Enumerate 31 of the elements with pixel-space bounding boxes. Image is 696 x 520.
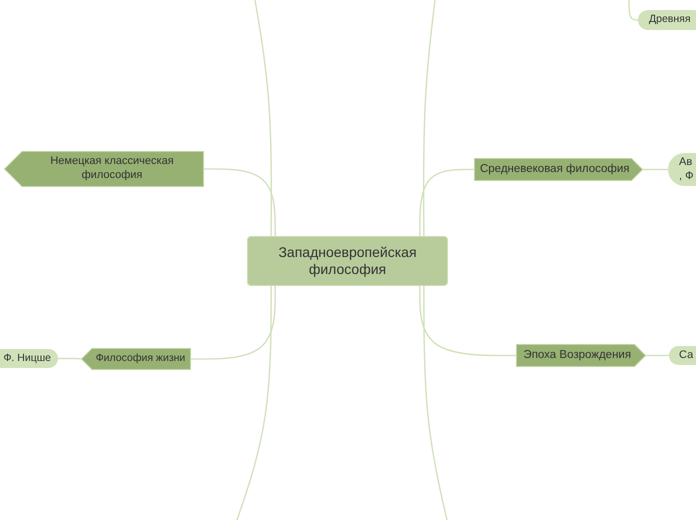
subtopic-pill bbox=[0, 349, 58, 368]
topic-label: Западноевропейская философия bbox=[277, 244, 418, 278]
connector-line bbox=[422, 0, 436, 236]
connector-line bbox=[628, 0, 638, 21]
connector-line bbox=[58, 358, 82, 360]
topic-label: Са bbox=[679, 348, 694, 362]
connector-line bbox=[419, 286, 516, 356]
topic-label: Ф. Ницше bbox=[3, 352, 51, 366]
topic-label: Немецкая классическая философия bbox=[49, 155, 175, 183]
connector-line bbox=[254, 0, 272, 236]
subtopic-pill bbox=[638, 10, 696, 30]
subtopic-pill bbox=[668, 153, 696, 186]
topic-label: Древняя bbox=[649, 13, 691, 27]
connector-line bbox=[191, 286, 276, 360]
topic-label: Средневековая философия bbox=[480, 162, 630, 177]
topic-label: Ав bbox=[679, 156, 692, 170]
connector-line bbox=[645, 354, 669, 356]
topic-tag bbox=[4, 151, 204, 187]
connector-line bbox=[642, 168, 668, 170]
topic-label: Философия жизни bbox=[96, 352, 186, 366]
connector-line bbox=[236, 286, 272, 520]
topic-tag bbox=[81, 348, 191, 370]
central-topic-box bbox=[247, 236, 448, 286]
topic-tag bbox=[474, 158, 643, 181]
topic-label: Эпоха Возрождения bbox=[523, 348, 632, 363]
connector-line bbox=[419, 168, 474, 236]
subtopic-pill bbox=[669, 346, 696, 365]
connector-line bbox=[423, 286, 448, 520]
topic-label: , Ф bbox=[679, 170, 694, 184]
connector-line bbox=[204, 168, 276, 236]
topic-tag bbox=[516, 344, 646, 367]
